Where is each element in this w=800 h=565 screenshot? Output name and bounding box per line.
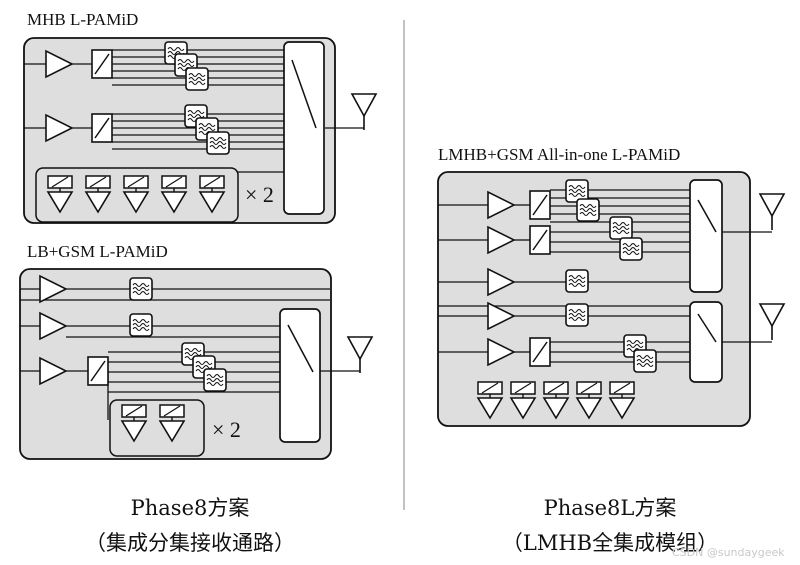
switch-icon bbox=[87, 356, 109, 386]
lb-gsm-multiplier: × 2 bbox=[212, 417, 241, 442]
filter-icon bbox=[129, 313, 153, 337]
left-caption-subtitle: （集成分集接收通路） bbox=[85, 531, 295, 555]
switch-icon bbox=[529, 225, 551, 255]
right-caption-subtitle: （LMHB全集成模组） bbox=[501, 531, 719, 555]
antenna-switch bbox=[689, 179, 723, 293]
filter-icon bbox=[619, 237, 643, 261]
watermark-text: CSDN @sundaygeek bbox=[672, 546, 785, 559]
mhb-multiplier: × 2 bbox=[245, 182, 274, 207]
antenna-icon bbox=[351, 93, 377, 131]
lmhb-gsm-module-title: LMHB+GSM All-in-one L-PAMiD bbox=[438, 145, 681, 164]
antenna-switch bbox=[689, 301, 723, 383]
lmhb-gsm-all-in-one-module bbox=[437, 171, 772, 427]
switch-icon bbox=[91, 49, 113, 79]
antenna-switch bbox=[283, 41, 325, 215]
switch-icon bbox=[91, 113, 113, 143]
mhb-lpamid-module bbox=[23, 37, 364, 224]
filter-icon bbox=[609, 216, 633, 240]
filter-icon bbox=[576, 198, 600, 222]
filter-icon bbox=[129, 277, 153, 301]
filter-icon bbox=[203, 368, 227, 392]
antenna-switch bbox=[279, 308, 321, 443]
antenna-icon bbox=[759, 303, 785, 341]
switch-icon bbox=[529, 337, 551, 367]
filter-icon bbox=[185, 67, 209, 91]
right-caption-title: Phase8L方案 bbox=[543, 496, 677, 520]
switch-icon bbox=[529, 190, 551, 220]
filter-icon bbox=[206, 131, 230, 155]
lb-gsm-lpamid-module bbox=[19, 268, 360, 460]
mhb-lpamid-title: MHB L-PAMiD bbox=[27, 10, 139, 29]
antenna-icon bbox=[347, 336, 373, 374]
left-caption-title: Phase8方案 bbox=[130, 496, 250, 520]
filter-icon bbox=[565, 303, 589, 327]
filter-icon bbox=[565, 269, 589, 293]
lb-gsm-lpamid-title: LB+GSM L-PAMiD bbox=[27, 242, 168, 261]
filter-icon bbox=[633, 349, 657, 373]
antenna-icon bbox=[759, 193, 785, 231]
